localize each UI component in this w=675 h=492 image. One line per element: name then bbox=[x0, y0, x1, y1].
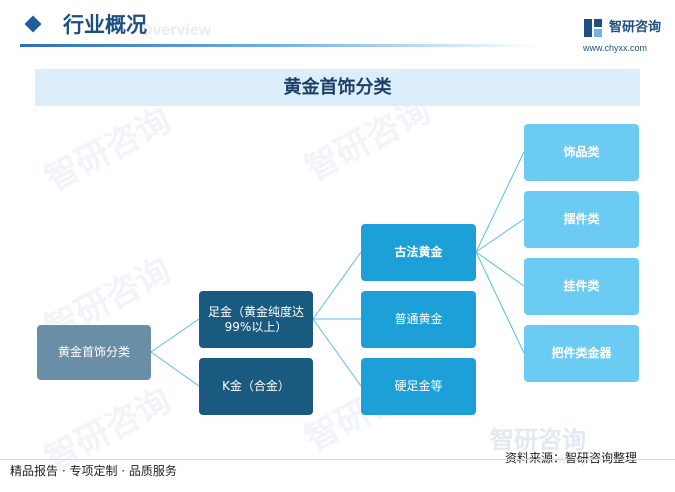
page-title: 行业概况 bbox=[63, 13, 147, 37]
node-level1-pure-gold: 足金（黄金纯度达99%以上） bbox=[199, 291, 313, 348]
node-level3-handheld-items: 把件类金器 bbox=[524, 325, 639, 382]
node-level2-regular-gold: 普通黄金 bbox=[361, 291, 476, 348]
logo-icon bbox=[584, 19, 602, 37]
header-subtitle-en: Overview bbox=[140, 22, 212, 39]
connector-root-to-l1a bbox=[150, 318, 200, 353]
header-divider bbox=[20, 44, 540, 47]
watermark-logo: 智研咨询 bbox=[490, 426, 586, 454]
connector-l2a-to-l3a bbox=[475, 151, 525, 253]
footer-divider bbox=[0, 459, 675, 460]
connector-l2a-to-l3c bbox=[475, 251, 525, 287]
footer-slogan: 精品报告 · 专项定制 · 品质服务 bbox=[10, 464, 177, 478]
node-level2-hard-gold: 硬足金等 bbox=[361, 358, 476, 415]
node-level2-ancient-gold: 古法黄金 bbox=[361, 224, 476, 281]
connector-l1a-to-l2c bbox=[312, 318, 362, 387]
connector-root-to-l1b bbox=[150, 351, 200, 387]
banner-background bbox=[35, 69, 640, 106]
node-level3-pendants: 挂件类 bbox=[524, 258, 639, 315]
logo-url: www.chyxx.com bbox=[583, 43, 648, 53]
connector-l2a-to-l3b bbox=[475, 218, 525, 253]
connector-l2a-to-l3d bbox=[475, 251, 525, 354]
diagram-title: 黄金首饰分类 bbox=[283, 77, 392, 98]
node-level1-k-gold: K金（合金） bbox=[199, 358, 313, 415]
node-level3-ornaments: 摆件类 bbox=[524, 191, 639, 248]
logo-name: 智研咨询 bbox=[609, 20, 662, 35]
source-note: 资料来源：智研咨询整理 bbox=[505, 451, 638, 465]
connector-l1a-to-l2a bbox=[312, 251, 362, 320]
node-level3-jewelry: 饰品类 bbox=[524, 124, 639, 181]
node-root: 黄金首饰分类 bbox=[37, 325, 151, 380]
